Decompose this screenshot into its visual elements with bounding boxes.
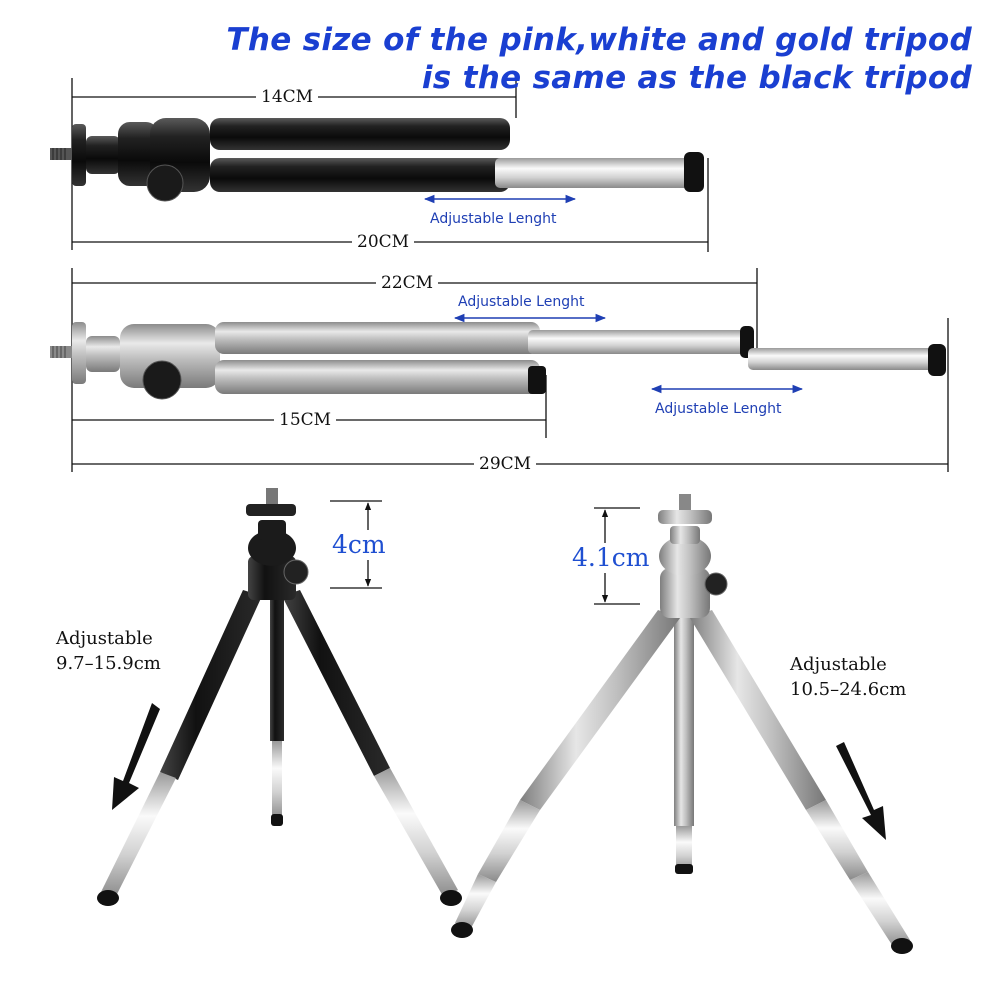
headline-line-2: is the same as the black tripod	[421, 60, 972, 96]
black-adjustable-length-label: Adjustable Lenght	[430, 211, 557, 227]
silver-adjustable-length-label-upper: Adjustable Lenght	[458, 294, 585, 310]
black-closed-length-label: 14CM	[256, 87, 319, 107]
black-tripod-standing	[97, 488, 462, 906]
silver-adjustable-length-label-lower: Adjustable Lenght	[655, 401, 782, 417]
silver-extended-length-label: 29CM	[474, 454, 537, 474]
black-tripod-folded	[50, 72, 709, 252]
silver-tripod-standing	[451, 494, 913, 954]
black-adjustable-range-note: Adjustable 9.7–15.9cm	[56, 628, 161, 674]
headline-line-1: The size of the pink,white and gold trip…	[226, 22, 972, 58]
silver-head-height-label: 4.1cm	[572, 543, 650, 573]
silver-closed-length-label: 15CM	[274, 410, 337, 430]
silver-adjustable-range-note: Adjustable 10.5–24.6cm	[790, 654, 907, 700]
black-extended-length-label: 20CM	[352, 232, 415, 252]
silver-mid-length-label: 22CM	[376, 273, 439, 293]
black-head-height-label: 4cm	[332, 530, 386, 560]
silver-tripod-folded	[50, 268, 949, 472]
